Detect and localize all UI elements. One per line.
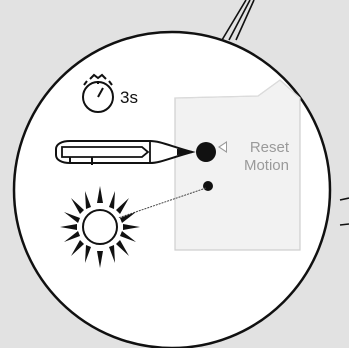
timer-duration-label: 3s <box>120 89 138 106</box>
device-labels: Reset Motion <box>223 139 289 175</box>
motion-led <box>203 181 213 191</box>
reset-label: Reset <box>223 139 289 157</box>
motion-label: Motion <box>223 157 289 175</box>
reset-button-hole <box>196 142 216 162</box>
